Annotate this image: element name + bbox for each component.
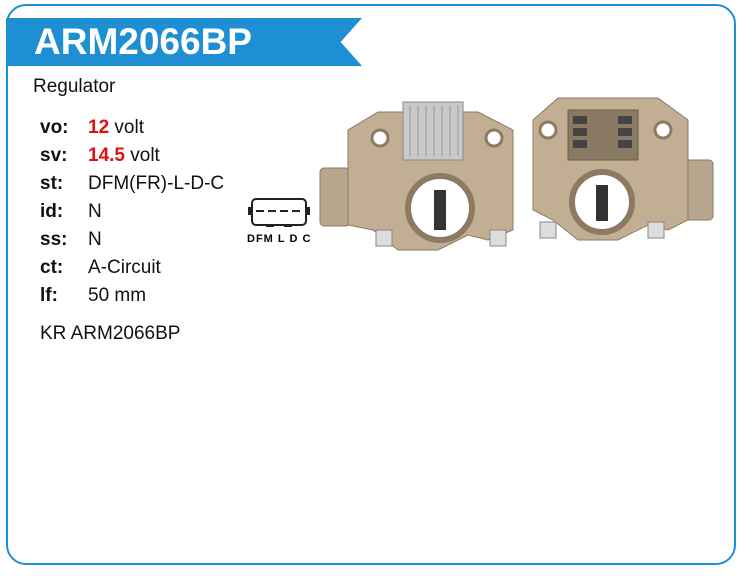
- spec-key: st:: [40, 173, 64, 194]
- cross-reference: KR ARM2066BP: [40, 323, 181, 344]
- product-category: Regulator: [33, 76, 116, 97]
- spec-row-lf: lf: 50 mm: [40, 283, 224, 311]
- spec-unit: volt: [124, 145, 160, 166]
- spec-key: id:: [40, 201, 64, 222]
- spec-key: lf:: [40, 285, 58, 306]
- spec-row-id: id: N: [40, 199, 224, 227]
- title-banner: [6, 18, 362, 66]
- spec-unit: volt: [109, 117, 144, 138]
- card-frame: [6, 4, 736, 565]
- spec-value: A-Circuit: [88, 257, 161, 278]
- regulator-back-view: [532, 97, 714, 241]
- spec-value: DFM(FR)-L-D-C: [88, 173, 225, 194]
- spec-value: 12: [88, 117, 110, 138]
- product-title: ARM2066BP: [34, 21, 252, 62]
- spec-row-ss: ss: N: [40, 227, 224, 255]
- spec-key: ss:: [40, 229, 68, 250]
- spec-row-sv: sv: 14.5 volt: [40, 143, 224, 171]
- spec-value: 14.5: [88, 145, 125, 166]
- spec-key: vo:: [40, 117, 69, 138]
- spec-key: ct:: [40, 257, 64, 278]
- spec-value: N: [88, 201, 102, 222]
- product-photo: [319, 97, 714, 251]
- spec-key: sv:: [40, 145, 68, 166]
- spec-value: 50 mm: [88, 285, 147, 306]
- spec-list: vo: 12 volt sv: 14.5 volt st: DFM(FR)-L-D-C…: [40, 115, 224, 311]
- connector-diagram-icon: [248, 198, 310, 227]
- connector-label: DFM L D C: [247, 233, 312, 245]
- regulator-front-view: [319, 101, 514, 251]
- spec-row-ct: ct: A-Circuit: [40, 255, 224, 283]
- spec-row-st: st: DFM(FR)-L-D-C: [40, 171, 224, 199]
- spec-row-vo: vo: 12 volt: [40, 115, 224, 143]
- spec-value: N: [88, 229, 102, 250]
